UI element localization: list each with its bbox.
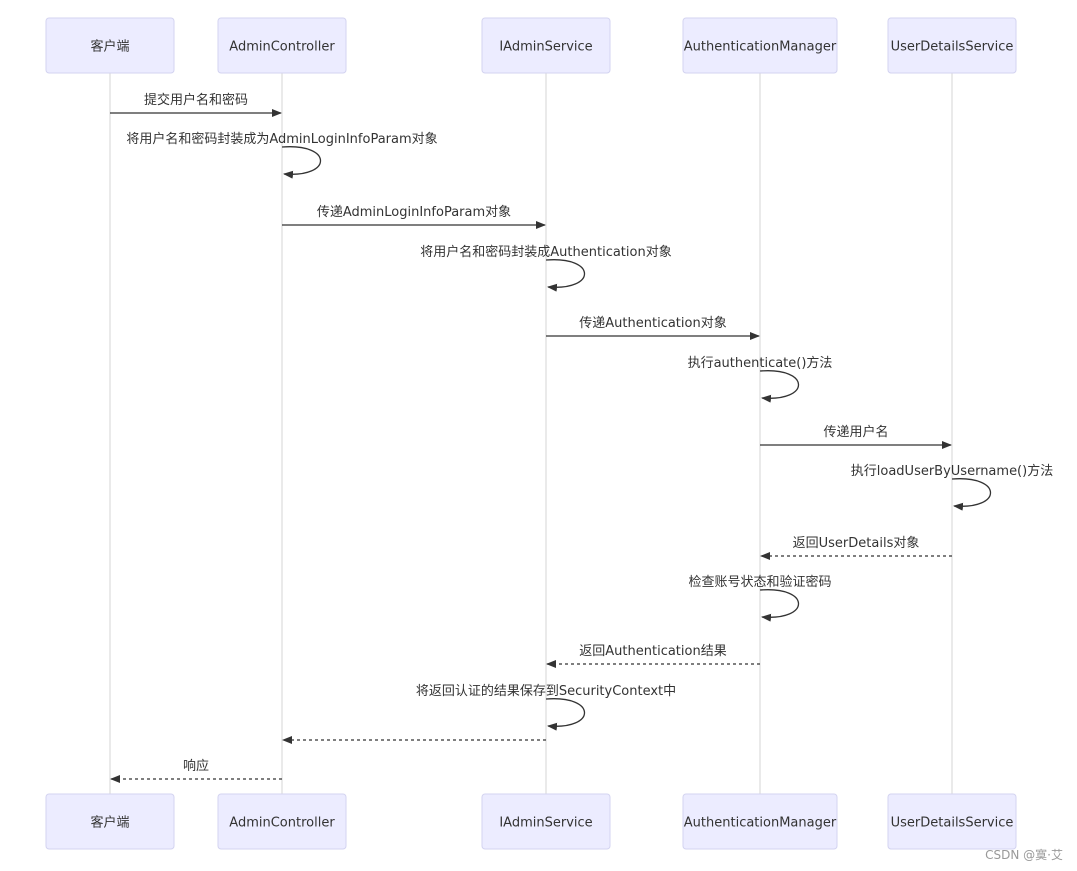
participant-box: [481, 17, 611, 74]
participant-label: AuthenticationManager: [684, 40, 837, 55]
participant-authmgr-top: AuthenticationManager: [682, 17, 838, 74]
message-8: 执行loadUserByUsername()方法: [851, 463, 1053, 511]
message-label: 将用户名和密码封装成Authentication对象: [420, 244, 671, 260]
message-label: 将用户名和密码封装成为AdminLoginInfoParam对象: [126, 131, 437, 147]
participant-label: UserDetailsService: [891, 816, 1014, 831]
message-label: 返回Authentication结果: [579, 644, 726, 659]
participant-service-bottom: IAdminService: [481, 793, 611, 850]
participant-label: AdminController: [229, 40, 335, 55]
message-5: 传递Authentication对象: [546, 316, 760, 340]
message-2: 将用户名和密码封装成为AdminLoginInfoParam对象: [126, 131, 438, 179]
self-message-arrow: [281, 146, 322, 179]
message-label: 执行loadUserByUsername()方法: [851, 463, 1053, 479]
message-11: 返回Authentication结果: [546, 644, 760, 668]
message-label: 返回UserDetails对象: [793, 536, 920, 551]
message-label: 响应: [183, 758, 209, 774]
message-4: 将用户名和密码封装成Authentication对象: [420, 244, 672, 292]
self-message-arrow: [951, 478, 992, 511]
message-14: 响应: [110, 758, 282, 783]
message-label: 传递Authentication对象: [579, 316, 726, 331]
participant-box: [887, 793, 1017, 850]
participant-service-top: IAdminService: [481, 17, 611, 74]
watermark: CSDN @寞·艾: [985, 848, 1063, 862]
participant-label: IAdminService: [499, 816, 592, 831]
participant-box: [682, 793, 838, 850]
participant-uds-top: UserDetailsService: [887, 17, 1017, 74]
message-label: 提交用户名和密码: [144, 92, 248, 108]
participant-label: UserDetailsService: [891, 40, 1014, 55]
participant-authmgr-bottom: AuthenticationManager: [682, 793, 838, 850]
participant-client-bottom: 客户端: [45, 793, 175, 850]
participant-box: [682, 17, 838, 74]
message-10: 检查账号状态和验证密码: [688, 574, 832, 622]
participant-box: [217, 793, 347, 850]
participant-controller-top: AdminController: [217, 17, 347, 74]
participant-label: 客户端: [90, 815, 129, 831]
participant-label: 客户端: [90, 39, 129, 55]
message-9: 返回UserDetails对象: [760, 536, 952, 560]
participant-box: [217, 17, 347, 74]
self-message-arrow: [759, 370, 800, 403]
self-message-arrow: [545, 259, 586, 292]
participant-label: AuthenticationManager: [684, 816, 837, 831]
self-message-arrow: [545, 698, 586, 731]
self-message-arrow: [759, 589, 800, 622]
message-3: 传递AdminLoginInfoParam对象: [282, 205, 546, 229]
message-label: 传递AdminLoginInfoParam对象: [317, 205, 511, 220]
participant-label: AdminController: [229, 816, 335, 831]
message-label: 传递用户名: [823, 424, 888, 440]
message-label: 执行authenticate()方法: [688, 355, 833, 371]
participant-box: [45, 793, 175, 850]
message-12: 将返回认证的结果保存到SecurityContext中: [416, 683, 676, 731]
participant-box: [887, 17, 1017, 74]
message-7: 传递用户名: [760, 424, 952, 449]
message-1: 提交用户名和密码: [110, 92, 282, 117]
participant-label: IAdminService: [499, 40, 592, 55]
participant-uds-bottom: UserDetailsService: [887, 793, 1017, 850]
participant-client-top: 客户端: [45, 17, 175, 74]
message-label: 检查账号状态和验证密码: [688, 574, 831, 590]
message-label: 将返回认证的结果保存到SecurityContext中: [416, 683, 676, 699]
participant-controller-bottom: AdminController: [217, 793, 347, 850]
participant-box: [45, 17, 175, 74]
message-6: 执行authenticate()方法: [688, 355, 833, 403]
participant-box: [481, 793, 611, 850]
